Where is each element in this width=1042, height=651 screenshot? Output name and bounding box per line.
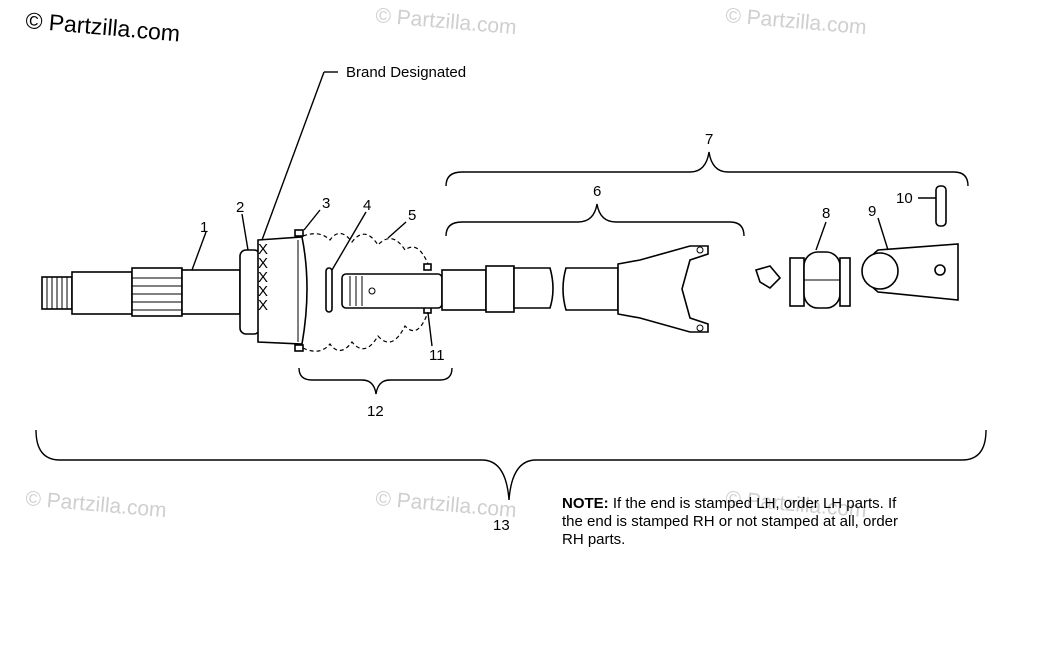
callout-9: 9 — [868, 203, 876, 220]
part-2-cv-joint-housing — [239, 236, 308, 345]
part-3-clamp — [294, 229, 304, 237]
boot-mark-2: X — [258, 255, 268, 272]
callout-4: 4 — [363, 197, 371, 214]
watermark-bottom-left: © Partzilla.com — [25, 487, 168, 522]
boot-mark-1: X — [258, 241, 268, 258]
callout-6: 6 — [593, 183, 601, 200]
part-8-universal-joint — [754, 251, 851, 309]
callout-8: 8 — [822, 205, 830, 222]
watermark-top-right: © Partzilla.com — [725, 4, 868, 39]
bracket-6 — [445, 203, 745, 237]
bracket-12 — [298, 367, 453, 395]
note-body: If the end is stamped LH, order LH parts… — [562, 495, 899, 548]
callout-11: 11 — [429, 347, 445, 364]
watermark-main: © Partzilla.com — [25, 7, 182, 46]
callout-3: 3 — [322, 195, 330, 212]
callout-2: 2 — [236, 199, 244, 216]
boot-markings: X X X X X — [258, 241, 268, 314]
callout-10: 10 — [896, 190, 913, 207]
boot-mark-3: X — [258, 269, 268, 286]
part-1-stub-shaft — [41, 267, 241, 317]
bracket-13 — [35, 429, 987, 501]
note-text-block: NOTE: If the end is stamped LH, order LH… — [562, 495, 907, 549]
part-3-clamp-lower — [294, 344, 304, 352]
boot-mark-5: X — [258, 297, 268, 314]
part-6-yoke — [617, 245, 709, 333]
part-11-clamp-upper — [423, 263, 432, 271]
part-10-pin — [935, 185, 947, 227]
callout-13: 13 — [493, 517, 510, 534]
callout-5: 5 — [408, 207, 416, 224]
note-label: NOTE: — [562, 495, 609, 512]
leader-lines — [191, 71, 936, 347]
drive-shaft-tube — [341, 265, 619, 313]
callout-1: 1 — [200, 219, 208, 236]
part-9-yoke-half — [861, 243, 959, 301]
watermark-top-center: © Partzilla.com — [375, 4, 518, 39]
part-4-snap-ring — [325, 267, 333, 313]
callout-7: 7 — [705, 131, 713, 148]
bracket-7 — [445, 151, 969, 187]
part-5-boot — [302, 232, 429, 352]
brackets — [35, 151, 987, 501]
label-brand-designated: Brand Designated — [346, 64, 466, 81]
callout-12: 12 — [367, 403, 384, 420]
boot-mark-4: X — [258, 283, 268, 300]
